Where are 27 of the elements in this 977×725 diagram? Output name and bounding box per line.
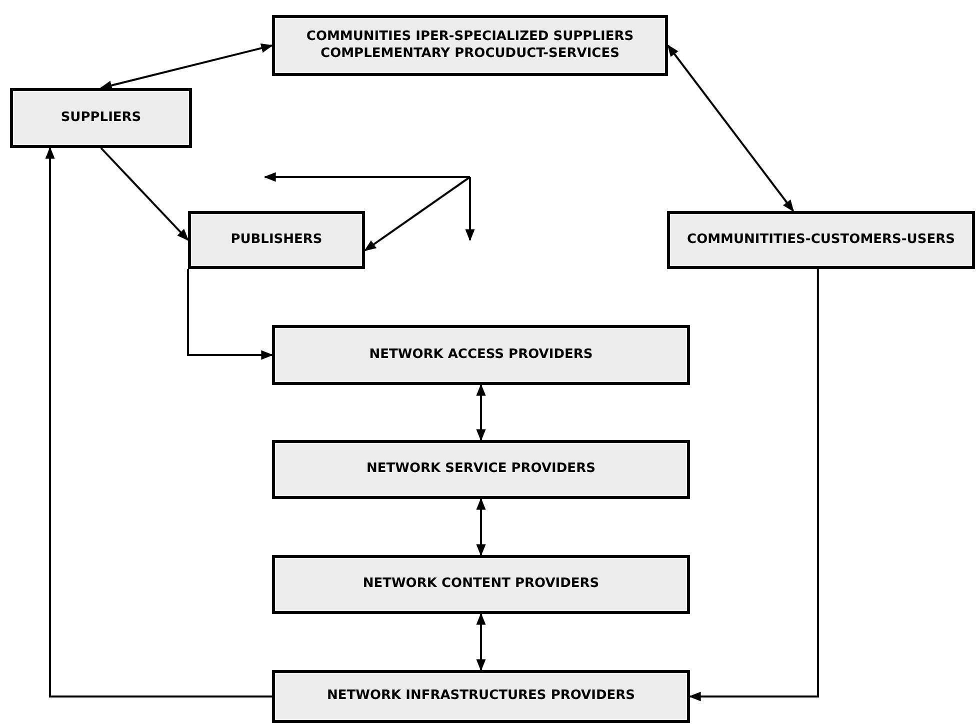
box-label: COMPLEMENTARY PROCUDUCT-SERVICES [320,46,620,62]
process-box [188,211,365,269]
arrow [45,146,272,698]
box-label: COMMUNITITIES-CUSTOMERS-USERS [687,232,955,248]
box-label: NETWORK CONTENT PROVIDERS [362,576,600,593]
process-box [272,670,690,723]
arrow [100,147,189,241]
arrow [364,176,471,252]
process-box [272,555,690,614]
arrow [476,612,486,672]
box-label: PUBLISHERS [230,232,322,248]
box-label: NETWORK ACCESS PROVIDERS [369,346,593,364]
box-label: NETWORK INFRASTRUCTURES PROVIDERS [326,688,636,705]
arrow [688,269,819,702]
process-box [272,15,668,76]
box-label: COMMUNITIES IPER-SPECIALIZED SUPPLIERS [306,28,634,46]
arrow [187,269,274,360]
box-label: SUPPLIERS [60,110,142,126]
arrow [100,43,274,90]
arrow [476,498,486,556]
arrow [476,384,486,442]
process-box [272,440,690,499]
box-label: NETWORK SERVICE PROVIDERS [366,461,596,478]
arrow [667,44,794,212]
process-box [272,325,690,385]
process-box [10,88,192,148]
process-box [667,211,975,269]
